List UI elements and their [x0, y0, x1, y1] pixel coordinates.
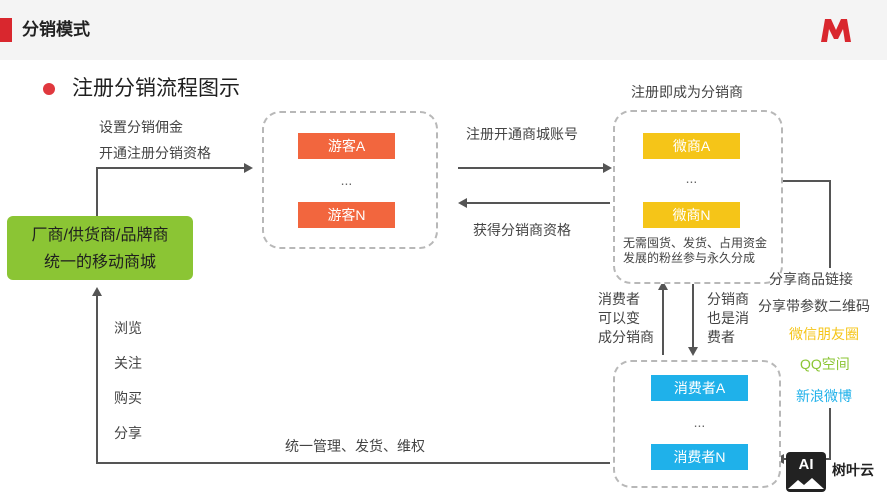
- label-buy: 购买: [114, 390, 142, 406]
- bullet-icon: [43, 83, 55, 95]
- arrow-right-icon: [244, 163, 253, 173]
- label-consumer-line2: 可以变: [598, 310, 640, 326]
- label-open-qualification: 开通注册分销资格: [99, 145, 211, 161]
- consumers-ellipsis: ...: [693, 414, 706, 430]
- connector-register: [458, 167, 603, 169]
- manufacturer-box: 厂商/供货商/品牌商 统一的移动商城: [7, 216, 193, 280]
- merchants-ellipsis: ...: [685, 170, 698, 186]
- label-consumer-line1: 消费者: [598, 291, 640, 307]
- header-accent: [0, 18, 12, 42]
- visitor-a-pill: 游客A: [298, 133, 395, 159]
- connector-bottom-return: [96, 462, 610, 464]
- label-register-become-distributor: 注册即成为分销商: [631, 84, 743, 100]
- connector-up-manufacturer: [96, 167, 98, 217]
- label-get-qualification: 获得分销商资格: [473, 222, 571, 238]
- social-sina-weibo: 新浪微博: [796, 388, 852, 404]
- arrow-up-icon: [658, 281, 668, 290]
- watermark-logo-icon: AI: [786, 452, 826, 492]
- connector-distributor-down: [692, 281, 694, 347]
- consumer-a-pill: 消费者A: [651, 375, 748, 401]
- header-bar: [0, 0, 887, 60]
- page-title: 分销模式: [22, 20, 90, 39]
- label-set-commission: 设置分销佣金: [99, 119, 183, 135]
- social-qq-zone: QQ空间: [800, 356, 850, 372]
- brand-logo-icon: [821, 19, 851, 42]
- visitor-n-pill: 游客N: [298, 202, 395, 228]
- watermark-icon-text: AI: [798, 456, 814, 473]
- merchant-note-1: 无需囤货、发货、占用资金: [623, 236, 768, 250]
- label-share: 分享: [114, 425, 142, 441]
- label-browse: 浏览: [114, 320, 142, 336]
- mountain-icon: [788, 478, 824, 489]
- consumer-n-pill: 消费者N: [651, 444, 748, 470]
- visitors-ellipsis: ...: [340, 172, 353, 188]
- label-distributor-line1: 分销商: [707, 291, 749, 307]
- merchant-note-2: 发展的粉丝参与永久分成: [623, 251, 756, 265]
- merchant-n-pill: 微商N: [643, 202, 740, 228]
- label-distributor-line2: 也是消: [707, 310, 749, 326]
- arrow-up-icon: [92, 287, 102, 296]
- social-wechat-moments: 微信朋友圈: [789, 326, 859, 342]
- section-title: 注册分销流程图示: [72, 77, 240, 100]
- label-unified-management: 统一管理、发货、维权: [285, 438, 425, 454]
- label-share-product-link: 分享商品链接: [769, 271, 853, 287]
- label-consumer-line3: 成分销商: [598, 329, 654, 345]
- connector-qualification: [467, 202, 610, 204]
- connector-consumer-up: [662, 290, 664, 355]
- manufacturer-line2: 统一的移动商城: [43, 254, 156, 271]
- arrow-down-icon: [688, 347, 698, 356]
- connector-share-right: [829, 180, 831, 268]
- manufacturer-line1: 厂商/供货商/品牌商: [31, 227, 169, 244]
- merchant-a-pill: 微商A: [643, 133, 740, 159]
- connector-to-visitors: [96, 167, 244, 169]
- label-share-qr-code: 分享带参数二维码: [758, 298, 870, 314]
- label-register-account: 注册开通商城账号: [466, 126, 578, 142]
- arrow-left-icon: [458, 198, 467, 208]
- label-distributor-line3: 费者: [707, 329, 735, 345]
- arrow-right-icon: [603, 163, 612, 173]
- connector-up-return: [96, 296, 98, 464]
- connector-share-top: [783, 180, 831, 182]
- connector-share-lower: [829, 408, 831, 460]
- watermark: AI 树叶云: [786, 452, 885, 492]
- watermark-text: 树叶云: [832, 462, 874, 478]
- label-follow: 关注: [114, 355, 142, 371]
